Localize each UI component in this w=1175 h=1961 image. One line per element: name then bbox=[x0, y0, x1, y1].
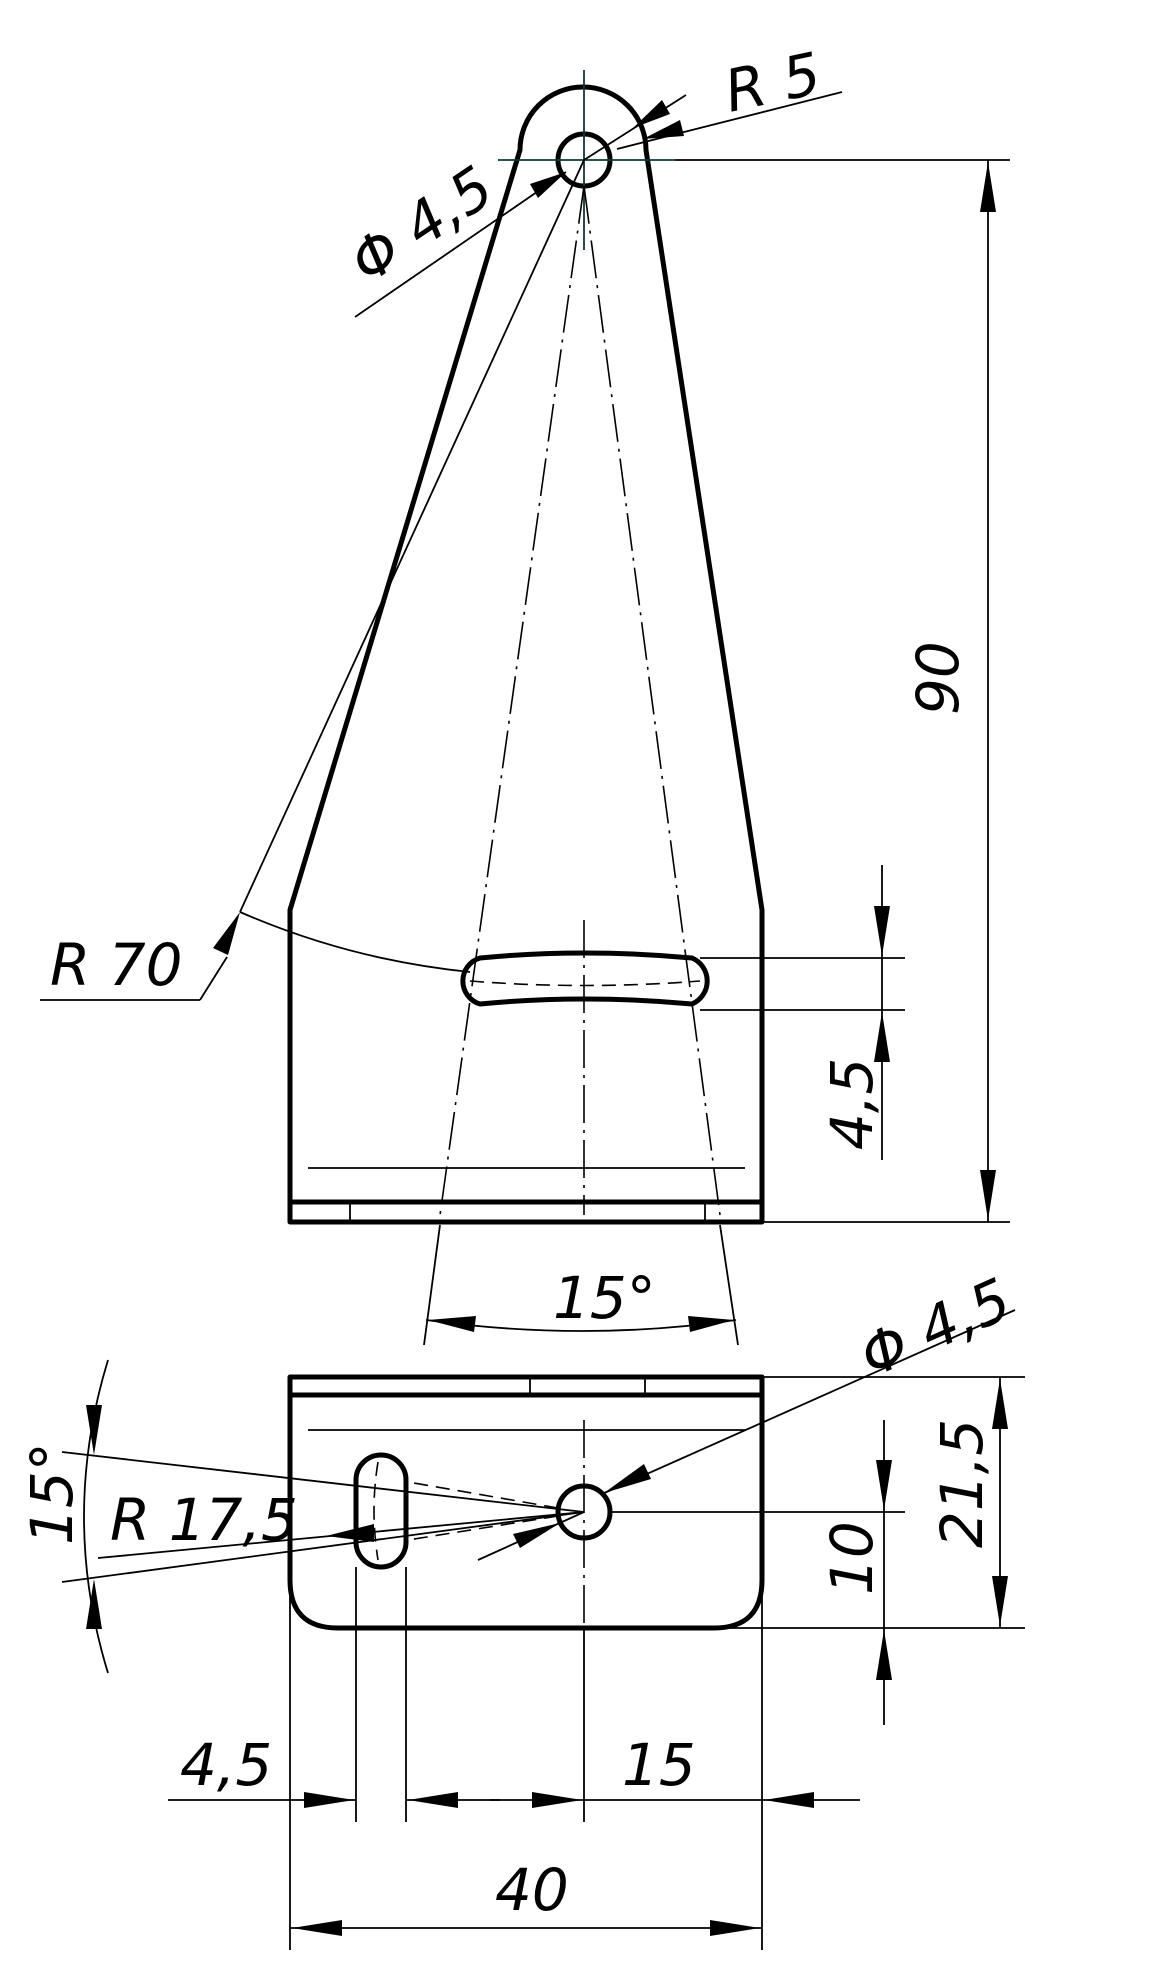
height-21-5-dim: 21,5 bbox=[720, 1376, 1025, 1629]
curved-slot bbox=[460, 950, 710, 1007]
hole-to-edge-15-label: 15 bbox=[622, 1731, 696, 1799]
hole-to-edge-15-dim: 15 bbox=[490, 1580, 860, 1950]
bottom-view bbox=[287, 1374, 765, 1631]
radial-centerline-left bbox=[439, 185, 585, 1216]
height-90-dim: 90 bbox=[675, 159, 1010, 1223]
height-90-label: 90 bbox=[904, 641, 972, 715]
top-view bbox=[239, 70, 765, 1225]
width-40-label: 40 bbox=[495, 1856, 569, 1924]
vertical-slot-centerline bbox=[373, 1461, 379, 1561]
r70-arc bbox=[239, 911, 471, 973]
slot-width-dim-top: 4,5 bbox=[700, 865, 905, 1160]
slot-construction-line bbox=[407, 1515, 559, 1541]
slot-radius-label: R 17,5 bbox=[110, 1486, 298, 1554]
slot-centerline bbox=[469, 980, 701, 987]
bottom-hole-diameter-label: Φ 4,5 bbox=[850, 1265, 1020, 1391]
eye-radius-label: R 5 bbox=[719, 39, 827, 125]
radial-centerline-right bbox=[583, 185, 721, 1216]
spread-angle-dim: 15° bbox=[423, 1224, 739, 1346]
hole-offset-10-dim: 10 bbox=[690, 1420, 905, 1725]
vertical-slot bbox=[353, 1452, 409, 1570]
height-21-5-label: 21,5 bbox=[928, 1419, 996, 1548]
slot-angle-label: 15° bbox=[18, 1442, 86, 1545]
bottom-view-outline bbox=[287, 1374, 765, 1631]
r70-label: R 70 bbox=[50, 931, 183, 999]
r70-dim: R 70 bbox=[40, 159, 585, 1001]
slot-radius-dim: R 17,5 bbox=[97, 1486, 585, 1561]
hole-offset-10-label: 10 bbox=[818, 1521, 886, 1595]
slot-construction-line bbox=[407, 1481, 559, 1509]
slot-width-top-label: 4,5 bbox=[818, 1058, 886, 1150]
slot-width-dim-bottom: 4,5 bbox=[168, 1567, 500, 1822]
slot-width-bottom-label: 4,5 bbox=[180, 1731, 272, 1799]
slot-angle-dim: 15° bbox=[18, 1359, 585, 1674]
spread-angle-label: 15° bbox=[553, 1264, 656, 1332]
top-hole-diameter-dim: Φ 4,5 bbox=[338, 153, 567, 318]
width-40-dim: 40 bbox=[289, 1580, 762, 1950]
